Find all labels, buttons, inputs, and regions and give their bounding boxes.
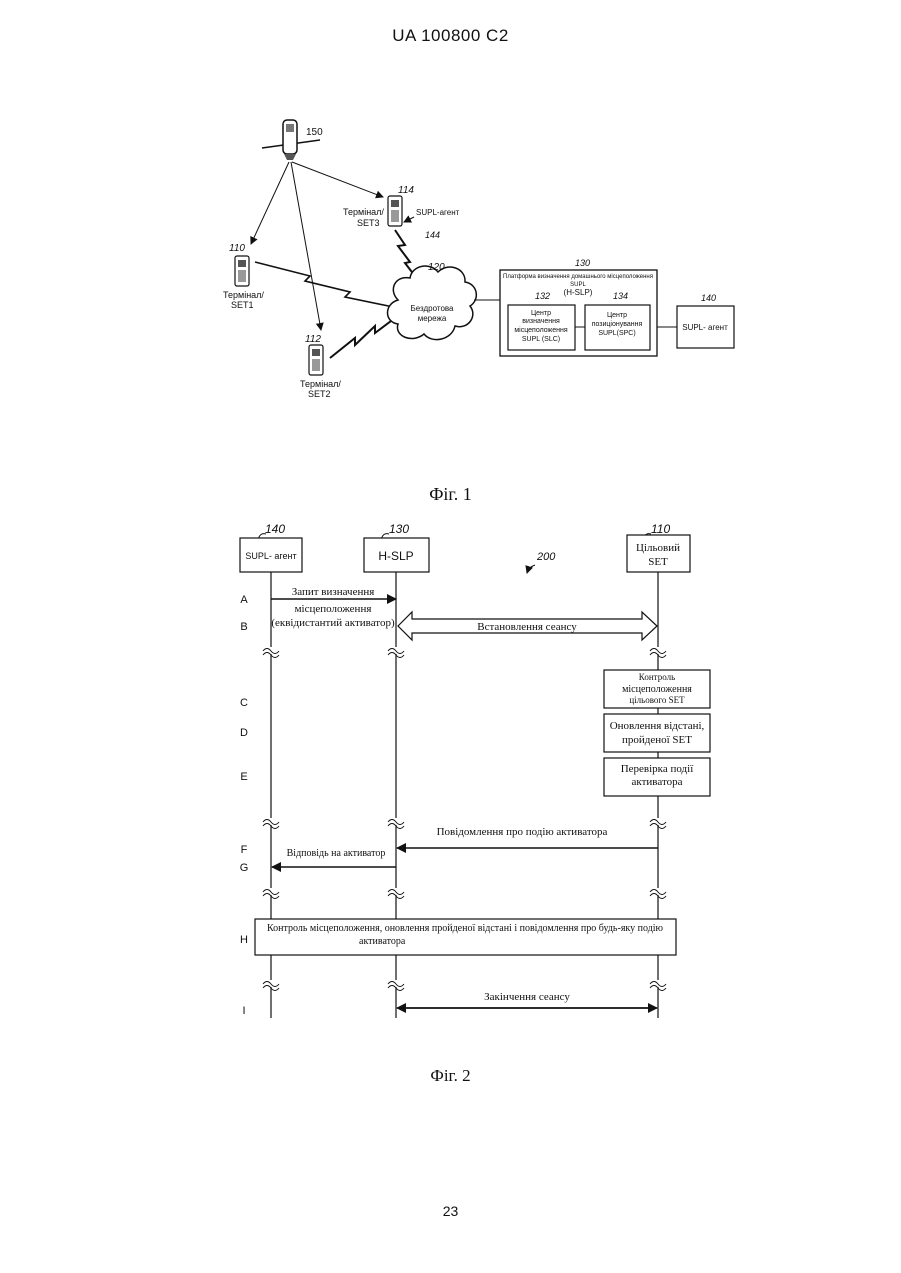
entity-ref-agent: 140 (265, 522, 285, 536)
entity-set-label: Цільовий (636, 542, 680, 554)
msg-a-text-3: (еквідистантий активатор) (271, 617, 395, 629)
msg-g-text: Відповідь на активатор (287, 848, 386, 859)
step-label-b: B (240, 621, 247, 633)
box-c-text-3: цільового SET (629, 695, 685, 705)
msg-a-text-2: місцеположення (295, 603, 372, 615)
entity-agent-label: SUPL- агент (245, 551, 296, 561)
msg-b-text: Встановлення сеансу (477, 621, 577, 633)
box-e-text: Перевірка події (621, 763, 694, 775)
figure-2-sequence-diagram: 140 130 110 SUPL- агент H-SLP Цільовий S… (0, 0, 901, 1060)
step-label-f: F (241, 844, 248, 856)
page-number: 23 (0, 1203, 901, 1219)
diagram-ref: 200 (536, 551, 556, 563)
step-label-c: C (240, 697, 248, 709)
step-label-i: I (242, 1005, 245, 1017)
figure-2-caption: Фіг. 2 (0, 1066, 901, 1086)
msg-a-text: Запит визначення (292, 586, 375, 598)
step-label-a: A (240, 594, 248, 606)
msg-f-text: Повідомлення про подію активатора (437, 826, 608, 838)
box-c-text: Контроль (639, 672, 675, 682)
step-label-h: H (240, 934, 248, 946)
box-d-text: Оновлення відстані, (610, 720, 705, 732)
step-label-d: D (240, 727, 248, 739)
box-e-text-2: активатора (632, 776, 683, 788)
box-d-text-2: пройденої SET (622, 734, 692, 746)
step-label-g: G (240, 862, 249, 874)
box-h-text-2: активатора (359, 936, 406, 947)
step-label-e: E (240, 771, 247, 783)
box-h-text: Контроль місцеположення, оновлення пройд… (267, 923, 664, 934)
entity-set-label-2: SET (648, 556, 668, 568)
msg-i-text: Закінчення сеансу (484, 991, 570, 1003)
entity-ref-set: 110 (651, 522, 670, 536)
entity-ref-hslp: 130 (389, 522, 409, 536)
entity-hslp-label: H-SLP (378, 549, 413, 563)
box-c-text-2: місцеположення (622, 684, 692, 695)
